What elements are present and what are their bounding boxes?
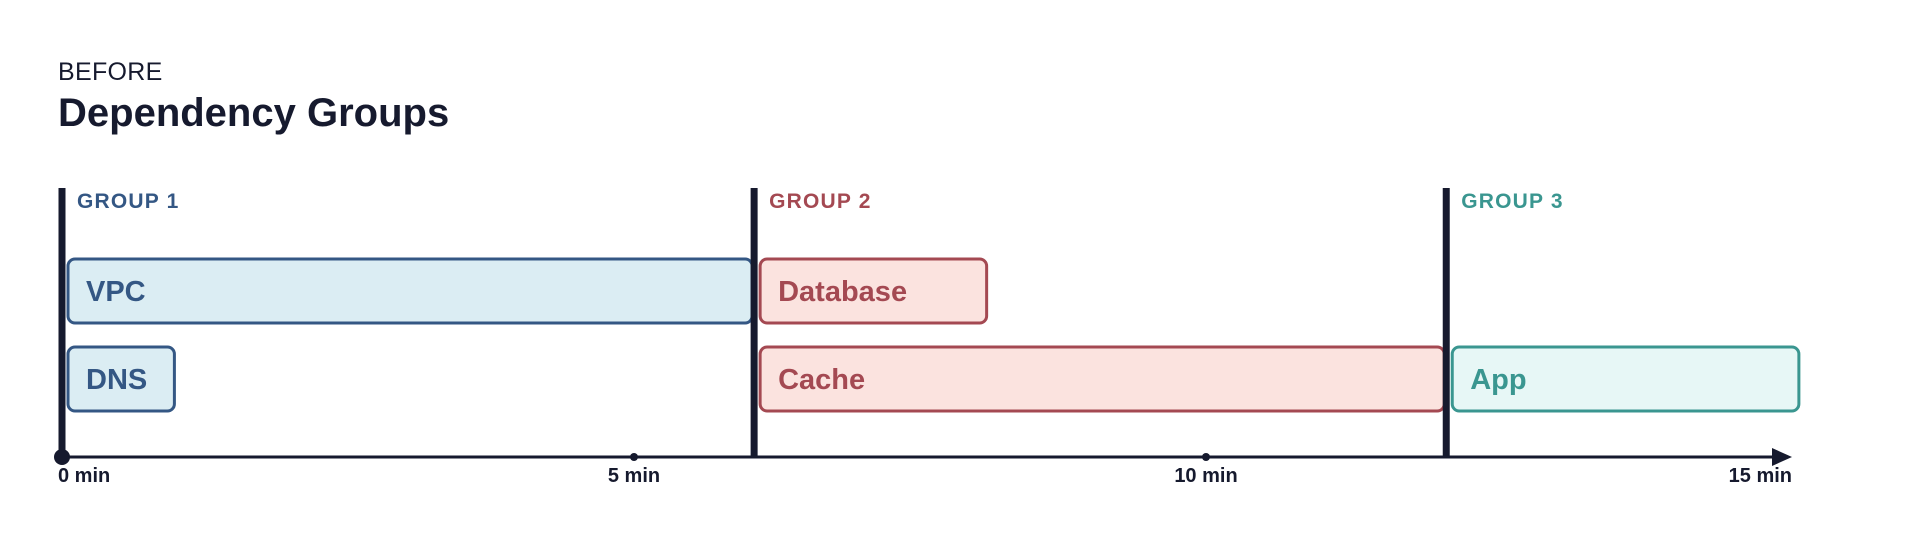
group-label-2: GROUP 2	[769, 190, 872, 213]
task-label-dns: DNS	[86, 364, 147, 396]
group-label-3: GROUP 3	[1461, 190, 1564, 213]
axis-tick-label-5: 5 min	[608, 465, 660, 487]
page-subtitle: BEFORE	[58, 58, 163, 86]
group-label-1: GROUP 1	[77, 190, 180, 213]
axis-tick-label-15: 15 min	[1729, 465, 1792, 487]
task-bar-vpc	[66, 257, 754, 325]
task-label-app: App	[1470, 364, 1526, 396]
header: BEFORE Dependency Groups	[58, 58, 449, 136]
task-bar-app	[1450, 345, 1801, 413]
axis-tick-label-0: 0 min	[58, 465, 110, 487]
axis-tick-label-10: 10 min	[1174, 465, 1237, 487]
task-label-vpc: VPC	[86, 276, 146, 308]
axis-tick-5	[630, 453, 638, 461]
page-title: Dependency Groups	[58, 91, 450, 135]
axis-tick-10	[1202, 453, 1210, 461]
task-label-database: Database	[778, 276, 907, 308]
task-bar-database	[758, 257, 989, 325]
task-label-cache: Cache	[778, 364, 865, 396]
task-bar-dns	[66, 345, 176, 413]
axis-arrow-icon	[1772, 448, 1792, 466]
axis-origin-dot	[54, 449, 70, 465]
